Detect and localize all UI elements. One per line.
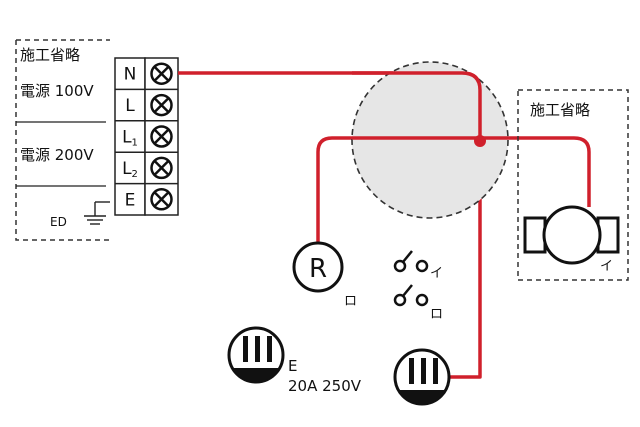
earth-symbol: ED [50,201,110,229]
right-box-title: 施工省略 [530,101,590,119]
outlet-symbol [393,348,451,406]
junction-box [351,61,509,219]
outlet-earth-symbol: E 20A 250V [227,326,362,395]
wire-outlet-feed [450,143,482,379]
terminal-label-1: L [125,96,135,116]
earth-label: ED [50,215,67,229]
supply-200v-label: 電源 200V [20,146,94,164]
switch-ro: ロ [393,284,443,322]
right-dashed-enclosure [517,89,629,281]
terminal-screw-icon-2 [150,125,173,148]
motor-symbol: イ [523,205,620,274]
motor-tag: イ [600,259,613,274]
switch-i: イ [393,250,443,281]
supply-100v-label: 電源 100V [20,82,94,100]
left-dashed-enclosure [15,39,110,241]
left-box-title: 施工省略 [20,46,80,64]
lamp-label: R [309,254,327,284]
switch-i-tag: イ [430,266,443,281]
junction-node [474,135,486,147]
terminal-screw-icon-0 [150,62,173,85]
terminal-label-0: N [124,65,137,85]
terminal-screw-icon-4 [150,188,173,211]
lamp-tag: ロ [344,294,357,309]
terminal-label-4: E [125,190,136,210]
switch-ro-tag: ロ [430,307,443,322]
terminal-screw-icon-1 [150,93,173,117]
lamp-symbol: R ロ [292,241,357,309]
terminal-screw-icon-3 [150,156,173,180]
outlet-rating: 20A 250V [288,377,362,395]
outlet-tag: E [288,357,297,375]
